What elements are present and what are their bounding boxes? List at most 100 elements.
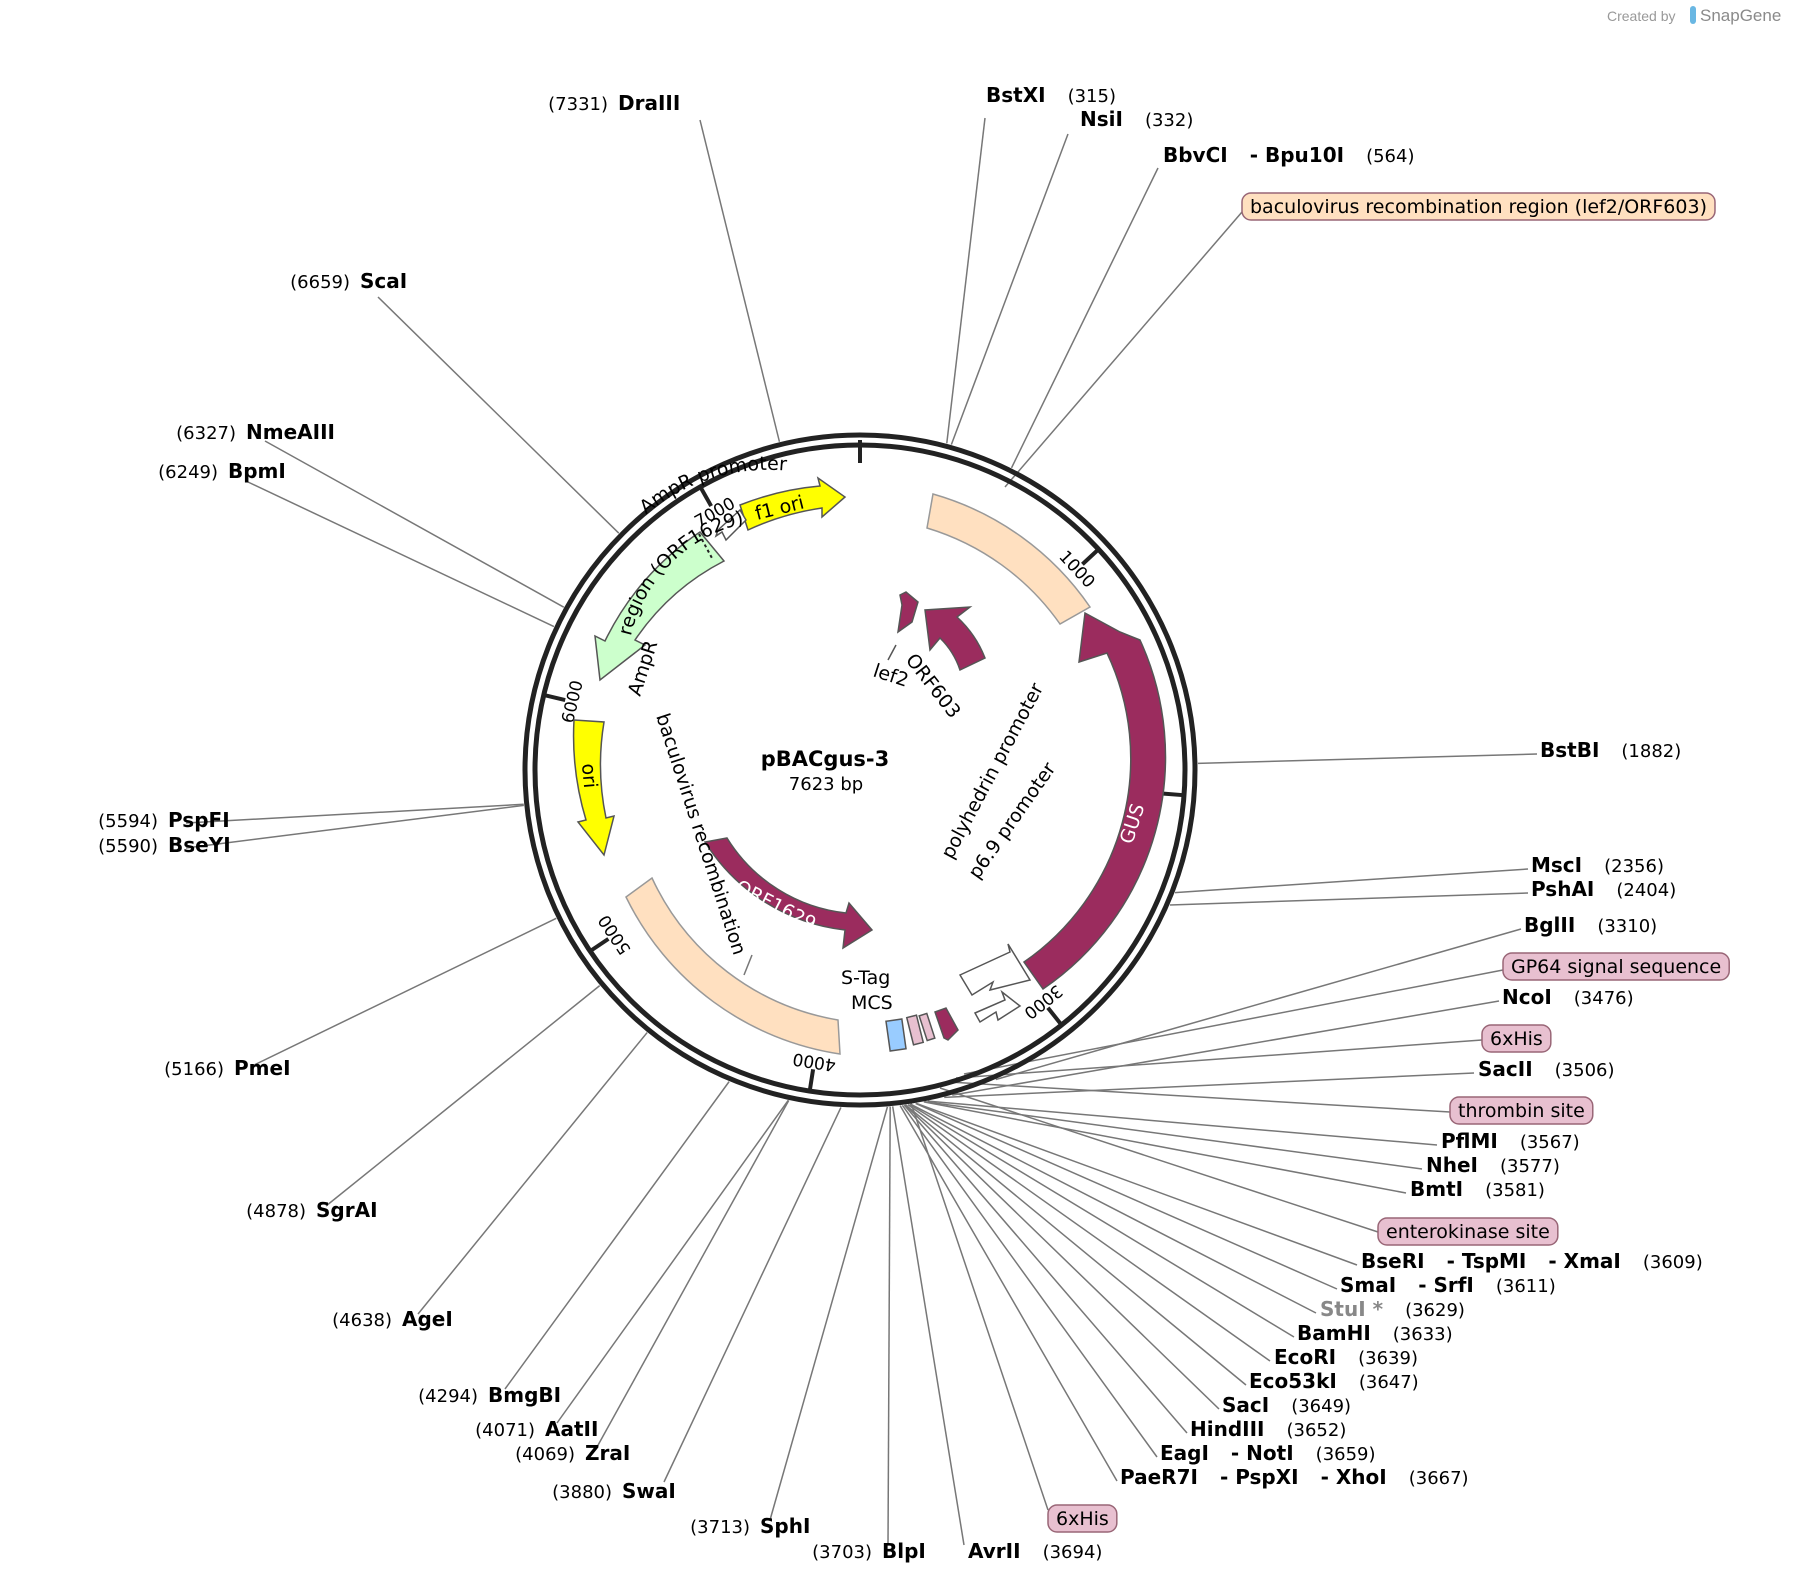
feature-box-5[interactable]: 6xHis — [1047, 1504, 1118, 1533]
leader-boxed-1 — [963, 969, 1504, 1075]
site-name: SmaI — [1340, 1273, 1396, 1297]
site-bseyi[interactable]: (5590)BseYI — [98, 833, 231, 857]
tick-7000 — [699, 487, 713, 508]
site-pflmi[interactable]: PflMI(3567) — [1441, 1129, 1580, 1153]
site-sphi[interactable]: (3713)SphI — [690, 1514, 810, 1538]
site-name-3: - XhoI — [1321, 1465, 1387, 1489]
site-zrai[interactable]: (4069)ZraI — [515, 1441, 630, 1465]
lef2-arrow — [896, 591, 919, 634]
site-position: (4071) — [475, 1420, 535, 1441]
site-nsii[interactable]: NsiI(332) — [1080, 107, 1193, 131]
site-position: (5590) — [98, 836, 158, 857]
site-paer7i[interactable]: PaeR7I- PspXI- XhoI(3667) — [1120, 1465, 1469, 1489]
site-swai[interactable]: (3880)SwaI — [552, 1479, 676, 1503]
ori-label: ori — [577, 763, 601, 790]
site-eco53ki[interactable]: Eco53kI(3647) — [1249, 1369, 1419, 1393]
feature-box-label: 6xHis — [1490, 1028, 1543, 1050]
leader-bbvci — [1010, 167, 1159, 469]
site-draiii[interactable]: (7331)DraIII — [548, 91, 680, 115]
site-nhei[interactable]: NheI(3577) — [1426, 1153, 1560, 1177]
feature-box-3[interactable]: thrombin site — [1449, 1096, 1594, 1125]
f1-ori-label: f1 ori — [753, 492, 806, 525]
site-ncoi[interactable]: NcoI(3476) — [1502, 985, 1634, 1009]
site-msci[interactable]: MscI(2356) — [1531, 853, 1664, 877]
recomb-left-leader — [743, 954, 753, 976]
site-position: (5166) — [164, 1059, 224, 1080]
site-eagi[interactable]: EagI- NotI(3659) — [1160, 1441, 1376, 1465]
feature-box-1[interactable]: GP64 signal sequence — [1502, 952, 1730, 981]
site-bmti[interactable]: BmtI(3581) — [1410, 1177, 1545, 1201]
site-position: (2356) — [1604, 856, 1664, 877]
site-name: BglII — [1524, 913, 1575, 937]
snapgene-credit: Created by SnapGene — [1607, 6, 1781, 25]
site-sacii[interactable]: SacII(3506) — [1478, 1057, 1615, 1081]
feature-box-bg — [1377, 1217, 1559, 1246]
leader-sphi — [769, 1106, 889, 1521]
site-saci[interactable]: SacI(3649) — [1222, 1393, 1351, 1417]
site-bmgbi[interactable]: (4294)BmgBI — [418, 1383, 561, 1407]
site-stui[interactable]: StuI *(3629) — [1320, 1297, 1465, 1321]
site-bstxi[interactable]: BstXI(315) — [986, 83, 1116, 107]
feature-box-label: GP64 signal sequence — [1511, 956, 1721, 978]
tick-label-6000: 6000 — [558, 679, 587, 726]
site-position: (3880) — [552, 1482, 612, 1503]
site-position: (3713) — [690, 1517, 750, 1538]
site-name: PspFI — [168, 808, 230, 832]
site-scai[interactable]: (6659)ScaI — [290, 269, 407, 293]
feature-box-0[interactable]: baculovirus recombination region (lef2/O… — [1241, 192, 1716, 221]
site-smai[interactable]: SmaI- SrfI(3611) — [1340, 1273, 1556, 1297]
site-bbvci[interactable]: BbvCI- Bpu10I(564) — [1163, 143, 1414, 167]
site-name-2: - TspMI — [1447, 1249, 1527, 1273]
site-ecori[interactable]: EcoRI(3639) — [1274, 1345, 1418, 1369]
site-position: (3611) — [1496, 1276, 1556, 1297]
site-bglii[interactable]: BglII(3310) — [1524, 913, 1657, 937]
site-position: (4069) — [515, 1444, 575, 1465]
recomb-region-right — [926, 493, 1092, 625]
site-name: HindIII — [1190, 1417, 1264, 1441]
leader-bstxi — [946, 117, 986, 444]
site-nmeaiii[interactable]: (6327)NmeAIII — [176, 420, 335, 444]
gp64-arrow — [934, 1007, 959, 1041]
site-name: BseRI — [1361, 1249, 1425, 1273]
leader-boxed-5 — [909, 1099, 1049, 1511]
ampr-promoter-arrow — [714, 508, 747, 542]
site-blpi[interactable]: (3703)BlpI — [812, 1539, 926, 1563]
site-position: (3476) — [1574, 988, 1634, 1009]
stag-label: S-Tag — [841, 967, 890, 989]
site-name: EagI — [1160, 1441, 1209, 1465]
site-position: (1882) — [1621, 741, 1681, 762]
leader-pmei — [251, 917, 557, 1067]
site-pspfi[interactable]: (5594)PspFI — [98, 808, 230, 832]
tick-1000 — [1081, 549, 1099, 566]
feature-box-2[interactable]: 6xHis — [1481, 1024, 1552, 1053]
site-bstbi[interactable]: BstBI(1882) — [1540, 738, 1681, 762]
site-hindiii[interactable]: HindIII(3652) — [1190, 1417, 1346, 1441]
p69-promoter-arrow — [973, 989, 1022, 1024]
tick-2000 — [1161, 791, 1183, 798]
feature-box-4[interactable]: enterokinase site — [1377, 1217, 1559, 1246]
site-pmei[interactable]: (5166)PmeI — [164, 1056, 290, 1080]
site-aatii[interactable]: (4071) AatII — [475, 1417, 598, 1441]
site-labels: (7331)DraIII BstXI(315)NsiI(332) BbvCI- Bp… — [98, 83, 1730, 1563]
site-avrii[interactable]: AvrII(3694) — [968, 1539, 1102, 1563]
site-bseri[interactable]: BseRI- TspMI- XmaI(3609) — [1361, 1249, 1703, 1273]
feature-box-bg — [1502, 952, 1730, 981]
site-name: AatII — [545, 1417, 598, 1441]
feature-box-bg — [1481, 1024, 1552, 1053]
site-bpmi[interactable]: (6249)BpmI — [158, 459, 286, 483]
plasmid-name: pBACgus-3 — [761, 747, 890, 771]
gus-arrow-body — [1022, 611, 1167, 991]
snapgene-logo-icon — [1690, 6, 1696, 24]
site-name: NmeAIII — [246, 420, 335, 444]
site-agei[interactable]: (4638)AgeI — [332, 1307, 453, 1331]
leader-bpmi — [247, 481, 555, 628]
tick-4000 — [808, 1069, 816, 1090]
site-name: SacI — [1222, 1393, 1269, 1417]
site-pshai[interactable]: PshAI(2404) — [1531, 877, 1676, 901]
feature-box-bg — [1047, 1504, 1118, 1533]
leader-bseri — [915, 1102, 1358, 1266]
site-name: BamHI — [1297, 1321, 1371, 1345]
site-bamhi[interactable]: BamHI(3633) — [1297, 1321, 1453, 1345]
site-sgrai[interactable]: (4878)SgrAI — [246, 1198, 377, 1222]
ampr-promoter-divider — [698, 533, 714, 561]
